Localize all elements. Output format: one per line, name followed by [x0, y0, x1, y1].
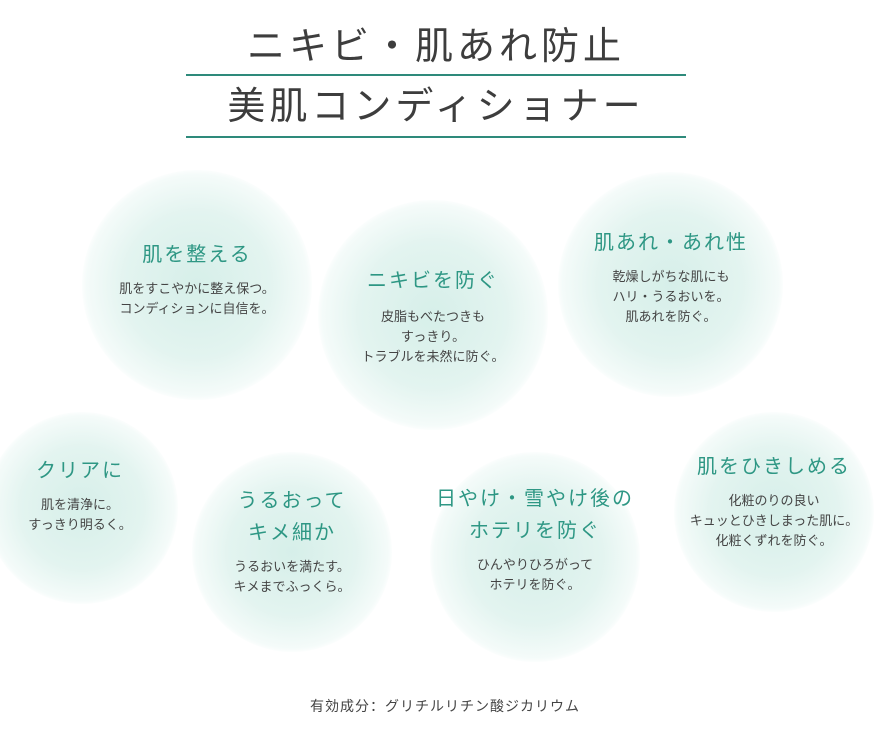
feature-heading: 日やけ・雪やけ後の: [436, 486, 634, 510]
feature-text: トラブルを未然に防ぐ。: [361, 350, 505, 365]
circle-bg-6: [430, 452, 640, 662]
feature-skin-condition: 肌を整える 肌をすこやかに整え保つ。 コンディションに自信を。: [92, 240, 302, 320]
title-line-1: ニキビ・肌あれ防止: [186, 18, 686, 76]
feature-clear: クリアに 肌を清浄に。 すっきり明るく。: [0, 456, 165, 536]
feature-text: コンディションに自信を。: [119, 302, 275, 317]
feature-heading: クリアに: [36, 458, 124, 482]
circle-bg-5: [192, 452, 392, 652]
feature-text: 肌を清浄に。: [40, 498, 119, 513]
feature-text: 肌をすこやかに整え保つ。: [119, 282, 275, 297]
circle-bg-7: [674, 412, 874, 612]
feature-sunburn-heat: 日やけ・雪やけ後の ホテリを防ぐ ひんやりひろがって ホテリを防ぐ。: [430, 484, 640, 596]
feature-moist-texture: うるおって キメ細か うるおいを満たす。 キメまでふっくら。: [192, 486, 392, 598]
feature-heading: 肌を整える: [142, 242, 252, 266]
circle-bg-3: [558, 172, 783, 397]
feature-heading: 肌あれ・あれ性: [594, 230, 748, 254]
active-ingredient: 有効成分：グリチルリチン酸ジカリウム: [310, 699, 580, 715]
feature-text: ホテリを防ぐ。: [489, 578, 581, 593]
feature-text: キュッとひきしまった肌に。: [689, 514, 859, 529]
feature-heading: うるおって: [237, 488, 347, 512]
feature-text: ハリ・うるおいを。: [612, 290, 730, 305]
title-line-2: 美肌コンディショナー: [186, 76, 686, 138]
feature-text: 化粧くずれを防ぐ。: [715, 534, 833, 549]
feature-text: すっきり。: [400, 330, 466, 345]
circle-bg-2: [318, 200, 548, 430]
circle-bg-1: [82, 170, 312, 400]
feature-text: 肌あれを防ぐ。: [625, 310, 717, 325]
feature-firming: 肌をひきしめる 化粧のりの良い キュッとひきしまった肌に。 化粧くずれを防ぐ。: [674, 452, 874, 552]
feature-acne-prevention: ニキビを防ぐ 皮脂もべたつきも すっきり。 トラブルを未然に防ぐ。: [328, 266, 538, 368]
circle-bg-4: [0, 412, 178, 604]
feature-heading: キメ細か: [248, 520, 336, 544]
feature-text: キメまでふっくら。: [233, 580, 351, 595]
feature-text: うるおいを満たす。: [234, 560, 350, 575]
feature-rough-skin: 肌あれ・あれ性 乾燥しがちな肌にも ハリ・うるおいを。 肌あれを防ぐ。: [566, 228, 776, 328]
feature-text: 化粧のりの良い: [728, 494, 820, 509]
feature-text: 乾燥しがちな肌にも: [612, 270, 730, 285]
feature-text: ひんやりひろがって: [476, 558, 594, 573]
feature-heading: 肌をひきしめる: [697, 454, 851, 478]
feature-text: すっきり明るく。: [28, 518, 132, 533]
feature-heading: ニキビを防ぐ: [367, 268, 499, 292]
feature-text: 皮脂もべたつきも: [380, 310, 485, 325]
feature-heading: ホテリを防ぐ: [469, 518, 601, 542]
title-block: ニキビ・肌あれ防止 美肌コンディショナー: [186, 18, 686, 138]
